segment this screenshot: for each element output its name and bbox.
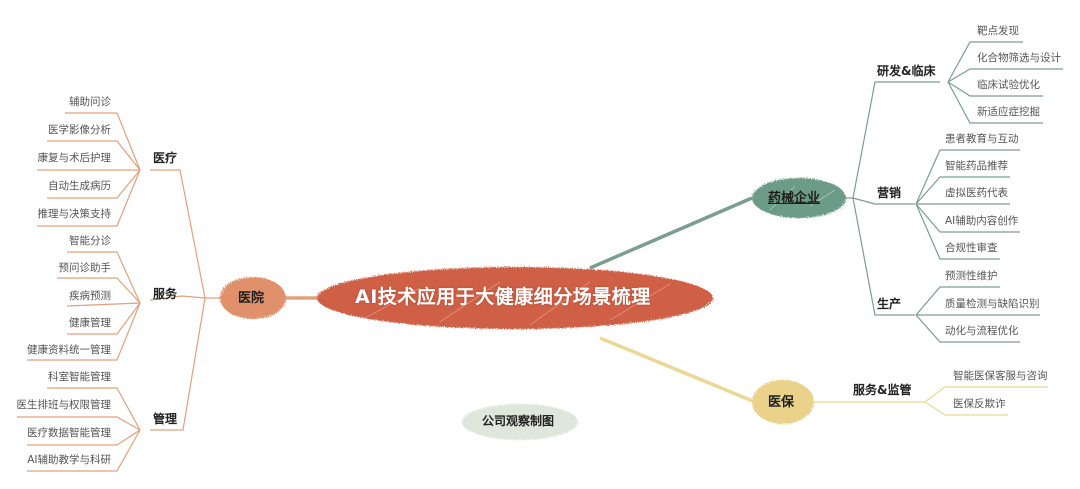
- branch-rnd-clinical[interactable]: 研发&临床: [877, 64, 936, 78]
- leaf-item[interactable]: 科室智能管理: [48, 371, 111, 383]
- leaf-item[interactable]: 疾病预测: [69, 290, 111, 302]
- root-node-shape: [317, 267, 713, 329]
- leaf-item[interactable]: 医生排班与权限管理: [16, 399, 112, 411]
- leaf-item[interactable]: 智能分诊: [69, 235, 111, 247]
- watermark-shape: [462, 404, 578, 440]
- leaf-item[interactable]: 辅助问诊: [69, 96, 111, 108]
- leaf-item[interactable]: 预问诊助手: [58, 262, 112, 274]
- branch-service[interactable]: 服务: [153, 287, 178, 301]
- leaf-item[interactable]: 虚拟医药代表: [945, 187, 1008, 199]
- hospital-node[interactable]: 医院: [238, 291, 265, 306]
- leaf-item[interactable]: 医保反欺诈: [953, 398, 1006, 410]
- branch-management[interactable]: 管理: [153, 412, 178, 426]
- leaf-item[interactable]: 化合物筛选与设计: [977, 52, 1061, 64]
- leaf-item[interactable]: 临床试验优化: [977, 79, 1040, 91]
- leaf-item[interactable]: 康复与术后护理: [37, 152, 112, 164]
- pharma-node-shape: [752, 178, 846, 218]
- leaf-item[interactable]: 健康管理: [69, 317, 111, 329]
- insurance-node[interactable]: 医保: [768, 395, 795, 410]
- leaf-item[interactable]: 推理与决策支持: [37, 208, 112, 220]
- leaf-item[interactable]: 动化与流程优化: [945, 325, 1019, 337]
- leaf-item[interactable]: AI辅助内容创作: [945, 215, 1019, 227]
- root-title: AI技术应用于大健康细分场景梳理: [355, 286, 651, 308]
- leaf-item[interactable]: 新适应症挖掘: [977, 106, 1040, 118]
- hospital-node-shape: [220, 277, 286, 319]
- branch-service-regulation[interactable]: 服务&监管: [853, 383, 912, 397]
- leaf-item[interactable]: 靶点发现: [977, 25, 1019, 37]
- leaf-item[interactable]: 医学影像分析: [48, 124, 111, 136]
- leaf-item[interactable]: 患者教育与互动: [945, 133, 1019, 145]
- leaf-item[interactable]: 合规性审查: [945, 242, 998, 254]
- leaf-item[interactable]: 医疗数据智能管理: [27, 427, 111, 439]
- leaf-item[interactable]: AI辅助教学与科研: [27, 454, 111, 466]
- branch-medical[interactable]: 医疗: [153, 151, 178, 165]
- branch-production[interactable]: 生产: [877, 297, 902, 311]
- pharma-node[interactable]: 药械企业: [768, 191, 821, 206]
- leaf-item[interactable]: 自动生成病历: [48, 180, 111, 192]
- branch-marketing[interactable]: 营销: [877, 186, 902, 200]
- watermark-label: 公司观察制图: [482, 414, 555, 428]
- leaf-item[interactable]: 质量检测与缺陷识别: [945, 298, 1040, 310]
- leaf-item[interactable]: 智能医保客服与咨询: [953, 370, 1048, 382]
- insurance-node-shape: [752, 380, 814, 424]
- leaf-item[interactable]: 预测性维护: [945, 270, 998, 282]
- leaf-item[interactable]: 智能药品推荐: [945, 160, 1008, 172]
- leaf-item[interactable]: 健康资料统一管理: [27, 344, 111, 356]
